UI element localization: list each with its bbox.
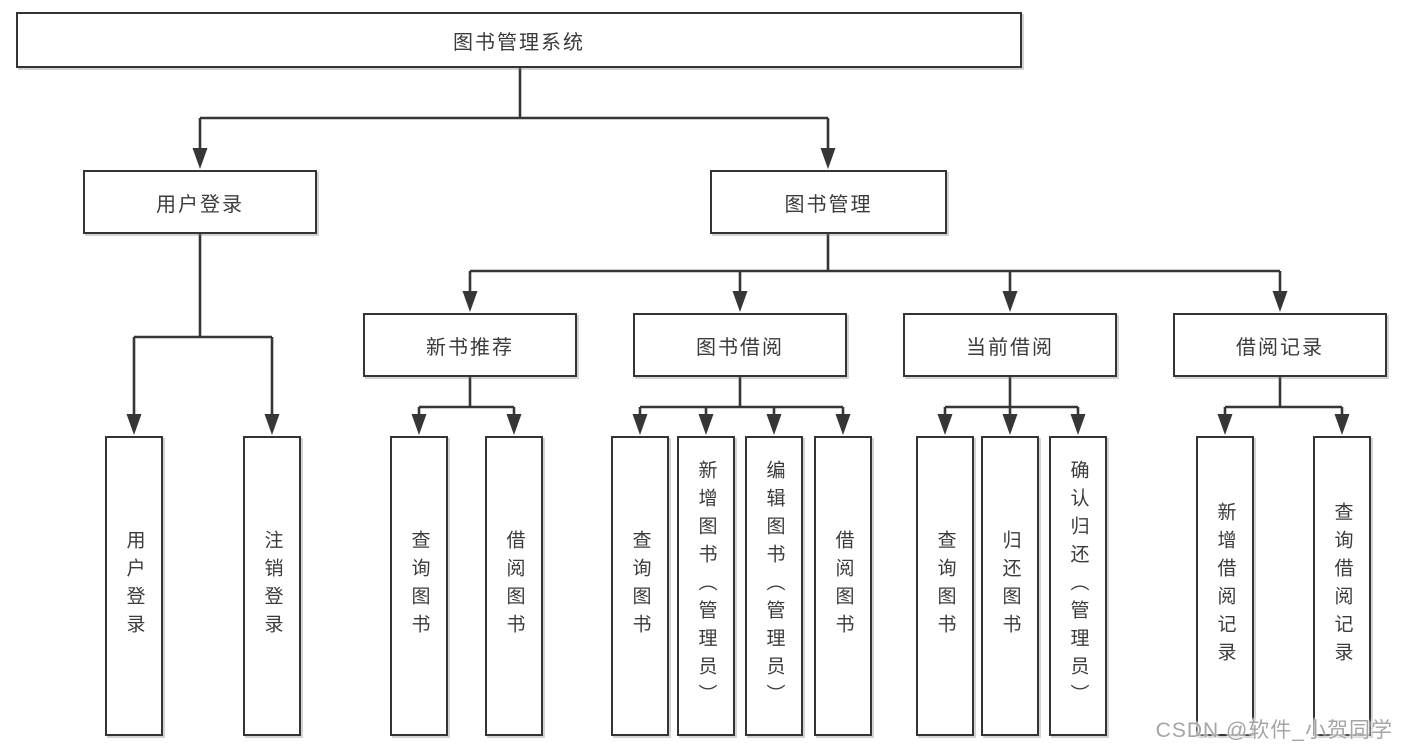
node-borrowing-records-label: 借阅记录 (1236, 336, 1324, 359)
node-current-borrowing-label: 当前借阅 (966, 336, 1054, 359)
arrowhead-icon (1272, 291, 1288, 312)
arrowhead-icon (732, 291, 748, 312)
arrowhead-icon (1217, 414, 1233, 435)
node-user-login-label: 用户登录 (156, 193, 244, 216)
leaf-query-books-borrowing: 查询图书 (611, 436, 669, 736)
arrowhead-icon (506, 414, 522, 435)
arrowhead-icon (462, 291, 478, 312)
arrowhead-icon (264, 414, 280, 435)
arrowhead-icon (1334, 414, 1350, 435)
arrowhead-icon (1002, 414, 1018, 435)
leaf-add-borrow-record: 新增借阅记录 (1196, 436, 1254, 736)
connector-current-borrowing-to-leaves (937, 377, 1086, 435)
connector-root-to-branches (192, 68, 836, 169)
arrowhead-icon (766, 414, 782, 435)
leaf-logout: 注销登录 (243, 436, 301, 736)
arrowhead-icon (820, 148, 836, 169)
leaf-confirm-return-admin: 确认归还（管理员） (1049, 436, 1107, 736)
leaf-query-books-current: 查询图书 (916, 436, 974, 736)
leaf-borrow-books-recommend: 借阅图书 (485, 436, 543, 736)
connector-book-management-to-groups (462, 234, 1288, 312)
arrowhead-icon (411, 414, 427, 435)
leaf-borrow-books-borrowing: 借阅图书 (814, 436, 872, 736)
node-library-management-system-label: 图书管理系统 (453, 31, 585, 54)
node-new-book-recommendation: 新书推荐 (363, 313, 577, 377)
arrowhead-icon (698, 414, 714, 435)
arrowhead-icon (192, 148, 208, 169)
leaf-query-borrow-record: 查询借阅记录 (1313, 436, 1371, 736)
node-book-management-label: 图书管理 (784, 193, 873, 216)
leaf-edit-book-admin: 编辑图书（管理员） (745, 436, 803, 736)
node-borrowing-records: 借阅记录 (1173, 313, 1387, 377)
connector-new-book-recommendation-to-leaves (411, 377, 522, 435)
leaf-add-book-admin: 新增图书（管理员） (677, 436, 735, 736)
node-book-borrowing-label: 图书借阅 (696, 336, 784, 359)
arrowhead-icon (126, 414, 142, 435)
arrowhead-icon (632, 414, 648, 435)
arrowhead-icon (1070, 414, 1086, 435)
node-book-management: 图书管理 (710, 170, 947, 234)
node-book-borrowing: 图书借阅 (633, 313, 847, 377)
connector-book-borrowing-to-leaves (632, 377, 851, 435)
watermark: CSDN @软件_小贺同学 (1155, 719, 1393, 742)
leaf-return-books: 归还图书 (981, 436, 1039, 736)
arrowhead-icon (835, 414, 851, 435)
connector-borrowing-records-to-leaves (1217, 377, 1350, 435)
arrowhead-icon (937, 414, 953, 435)
connector-user-login-to-leaves (126, 234, 280, 435)
arrowhead-icon (1002, 291, 1018, 312)
node-new-book-recommendation-label: 新书推荐 (426, 336, 514, 359)
node-library-management-system: 图书管理系统 (16, 12, 1022, 68)
leaf-query-books-recommend: 查询图书 (390, 436, 448, 736)
node-user-login: 用户登录 (83, 170, 317, 234)
node-current-borrowing: 当前借阅 (903, 313, 1117, 377)
leaf-user-login: 用户登录 (105, 436, 163, 736)
